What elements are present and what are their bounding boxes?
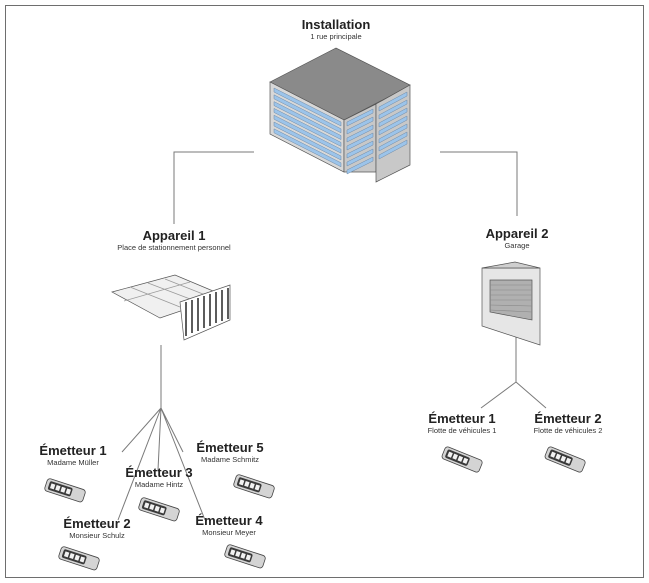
device1-title: Appareil 1 xyxy=(142,228,206,243)
line-installation-device2 xyxy=(440,151,518,216)
device2-subtitle: Garage xyxy=(504,241,530,250)
transmitter3-title: Émetteur 3 xyxy=(125,465,193,480)
transmitter1-title: Émetteur 1 xyxy=(39,443,107,458)
device2-label: Appareil 2 Garage xyxy=(486,226,549,250)
remote-5-icon xyxy=(233,474,275,499)
line-hub-transmitters1 xyxy=(117,407,206,521)
remote-controls xyxy=(44,446,586,571)
installation-subtitle: 1 rue principale xyxy=(310,32,362,41)
line-hub-transmitters2 xyxy=(480,381,547,409)
remote-1-icon xyxy=(44,478,86,503)
transmitter4-subtitle: Monsieur Meyer xyxy=(202,528,256,537)
transmitter4-title: Émetteur 4 xyxy=(195,513,263,528)
building-icon xyxy=(269,47,411,183)
transmitter3-label: Émetteur 3 Madame Hintz xyxy=(125,465,192,489)
connector-lines xyxy=(117,151,547,521)
fleet-remote-1-icon xyxy=(441,446,483,473)
transmitter1-label: Émetteur 1 Madame Müller xyxy=(39,443,106,467)
fleet-transmitter2-label: Émetteur 2 Flotte de véhicules 2 xyxy=(534,411,603,435)
fleet-transmitter1-subtitle: Flotte de véhicules 1 xyxy=(427,426,497,435)
remote-2-icon xyxy=(58,546,100,571)
garage-icon xyxy=(481,261,541,346)
parking-space-icon xyxy=(111,274,231,341)
remote-4-icon xyxy=(224,544,266,569)
transmitter2-label: Émetteur 2 Monsieur Schulz xyxy=(63,516,130,540)
installation-title: Installation xyxy=(301,17,371,32)
transmitter5-subtitle: Madame Schmitz xyxy=(201,455,259,464)
device1-subtitle: Place de stationnement personnel xyxy=(117,243,231,252)
transmitter4-label: Émetteur 4 Monsieur Meyer xyxy=(195,513,262,537)
transmitter5-title: Émetteur 5 xyxy=(196,440,264,455)
fleet-transmitter1-label: Émetteur 1 Flotte de véhicules 1 xyxy=(428,411,497,435)
fleet-transmitter2-subtitle: Flotte de véhicules 2 xyxy=(533,426,603,435)
installation-label: Installation 1 rue principale xyxy=(302,17,371,41)
transmitter3-subtitle: Madame Hintz xyxy=(134,480,184,489)
remote-3-icon xyxy=(138,497,180,522)
transmitter2-subtitle: Monsieur Schulz xyxy=(69,531,125,540)
device1-label: Appareil 1 Place de stationnement person… xyxy=(117,228,230,252)
device2-title: Appareil 2 xyxy=(485,226,549,241)
transmitter2-title: Émetteur 2 xyxy=(63,516,131,531)
line-installation-device1 xyxy=(173,151,254,224)
transmitter5-label: Émetteur 5 Madame Schmitz xyxy=(196,440,263,464)
transmitter1-subtitle: Madame Müller xyxy=(47,458,99,467)
fleet-transmitter2-title: Émetteur 2 xyxy=(534,411,602,426)
fleet-remote-2-icon xyxy=(544,446,586,473)
fleet-transmitter1-title: Émetteur 1 xyxy=(428,411,496,426)
